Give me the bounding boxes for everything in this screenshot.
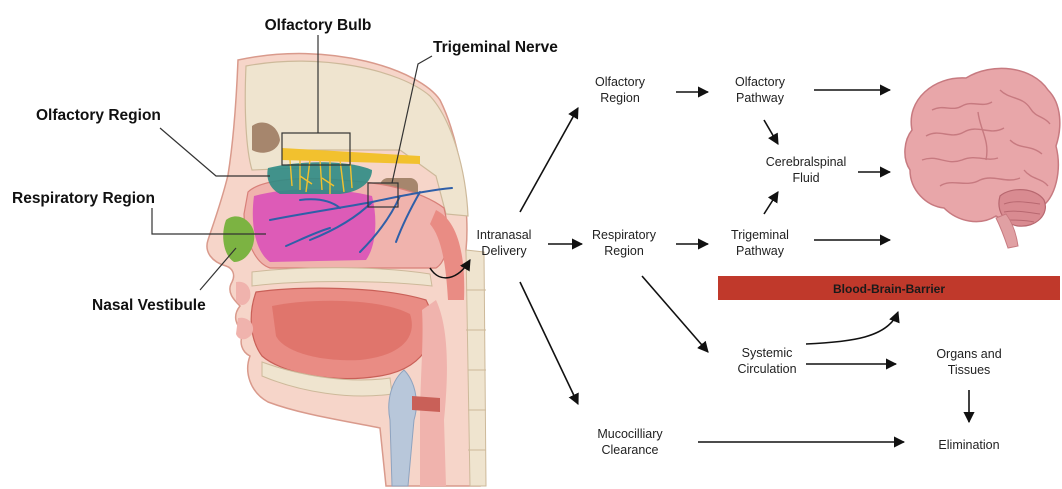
arrow-intranasal-to-mucociliary bbox=[520, 282, 578, 404]
brain-illustration-icon bbox=[905, 68, 1060, 248]
label-respiratory-region: Respiratory Region bbox=[12, 190, 155, 207]
arrow-intranasal-to-olfactory bbox=[520, 108, 578, 212]
arrow-systemic-to-bbb bbox=[806, 312, 898, 344]
flow-arrows bbox=[430, 90, 969, 442]
label-olfactory-region: Olfactory Region bbox=[36, 107, 161, 124]
head-cross-section-icon bbox=[207, 54, 486, 486]
label-olfactory-bulb: Olfactory Bulb bbox=[265, 17, 372, 34]
node-elimination: Elimination bbox=[938, 438, 999, 452]
arrow-respregion-to-systemic bbox=[642, 276, 708, 352]
arrow-olfpathway-to-csf bbox=[764, 120, 778, 144]
arrow-trigpathway-to-csf bbox=[764, 192, 778, 214]
label-nasal-vestibule: Nasal Vestibule bbox=[92, 297, 206, 314]
label-trigeminal-nerve: Trigeminal Nerve bbox=[433, 39, 558, 56]
blood-brain-barrier-label: Blood-Brain-Barrier bbox=[833, 282, 945, 296]
